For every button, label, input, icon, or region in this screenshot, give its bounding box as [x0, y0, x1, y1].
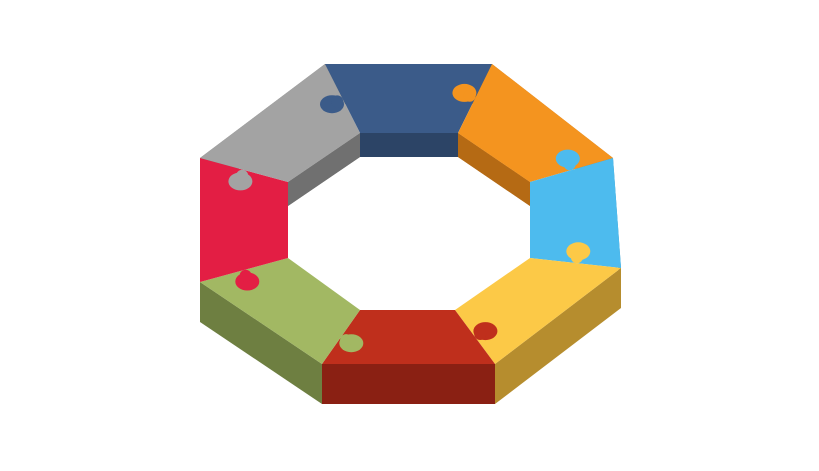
puzzle-neck-bottom	[474, 328, 487, 340]
piece-side-bottom-left	[200, 282, 322, 404]
piece-knobs	[228, 83, 591, 353]
piece-side-bottom-right	[495, 268, 621, 404]
piece-top-left	[200, 158, 288, 282]
piece-top-top	[325, 64, 492, 133]
piece-tops	[200, 64, 621, 364]
puzzle-neck-top-right	[463, 89, 476, 102]
puzzle-neck-right	[563, 158, 576, 171]
piece-top-right	[530, 158, 621, 268]
puzzle-neck-top-left	[236, 169, 249, 182]
puzzle-neck-bottom-left	[340, 334, 353, 347]
piece-top-bottom	[322, 310, 495, 364]
puzzle-neck-bottom-right	[570, 251, 583, 264]
piece-top-bottom-right	[455, 258, 621, 364]
piece-top-top-left	[200, 64, 360, 182]
puzzle-neck-top	[331, 95, 344, 108]
puzzle-neck-left	[239, 269, 252, 282]
piece-side-bottom	[322, 364, 495, 404]
piece-inner-wall-top	[360, 133, 458, 157]
piece-inner-wall-extra-top-right	[458, 133, 530, 206]
piece-inner-wall-extra-top-left	[288, 133, 360, 206]
